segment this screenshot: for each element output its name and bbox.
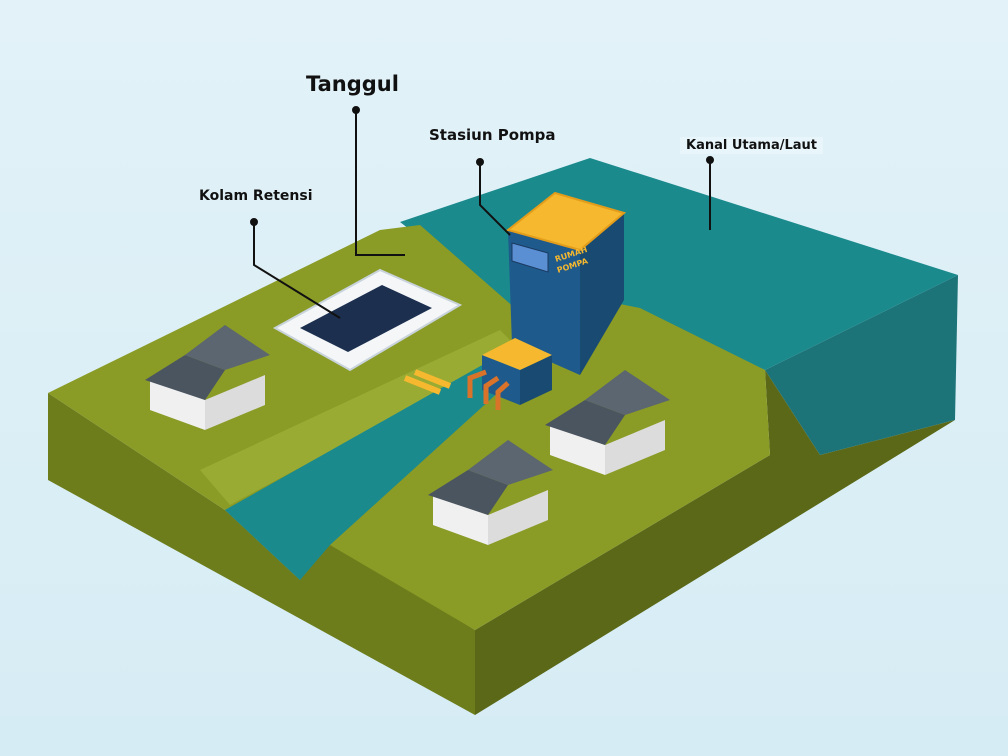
house	[545, 370, 670, 475]
label-kanal-utama: Kanal Utama/Laut	[680, 137, 823, 154]
land-right-top	[330, 300, 770, 630]
house	[428, 440, 553, 545]
retention-pond-water	[300, 285, 432, 352]
pump-house-front	[482, 355, 520, 405]
pump-pipes	[467, 369, 510, 410]
label-stasiun-pompa: Stasiun Pompa	[429, 126, 556, 144]
label-tanggul: Tanggul	[306, 72, 399, 96]
land-left-face	[48, 393, 475, 715]
pump-house-roof	[482, 338, 552, 370]
pump-building-side	[580, 213, 624, 375]
leader-lines	[250, 106, 714, 319]
pump-building-roof	[505, 191, 627, 252]
house	[145, 325, 270, 430]
pump-house-side	[520, 355, 552, 405]
sea-side-face	[765, 275, 958, 455]
land-front-face	[475, 370, 955, 715]
pump-building-front	[508, 230, 580, 375]
label-kolam-retensi: Kolam Retensi	[199, 188, 313, 204]
dike-strip	[200, 330, 520, 505]
culvert-pipes	[403, 369, 452, 395]
building-window	[511, 242, 549, 273]
